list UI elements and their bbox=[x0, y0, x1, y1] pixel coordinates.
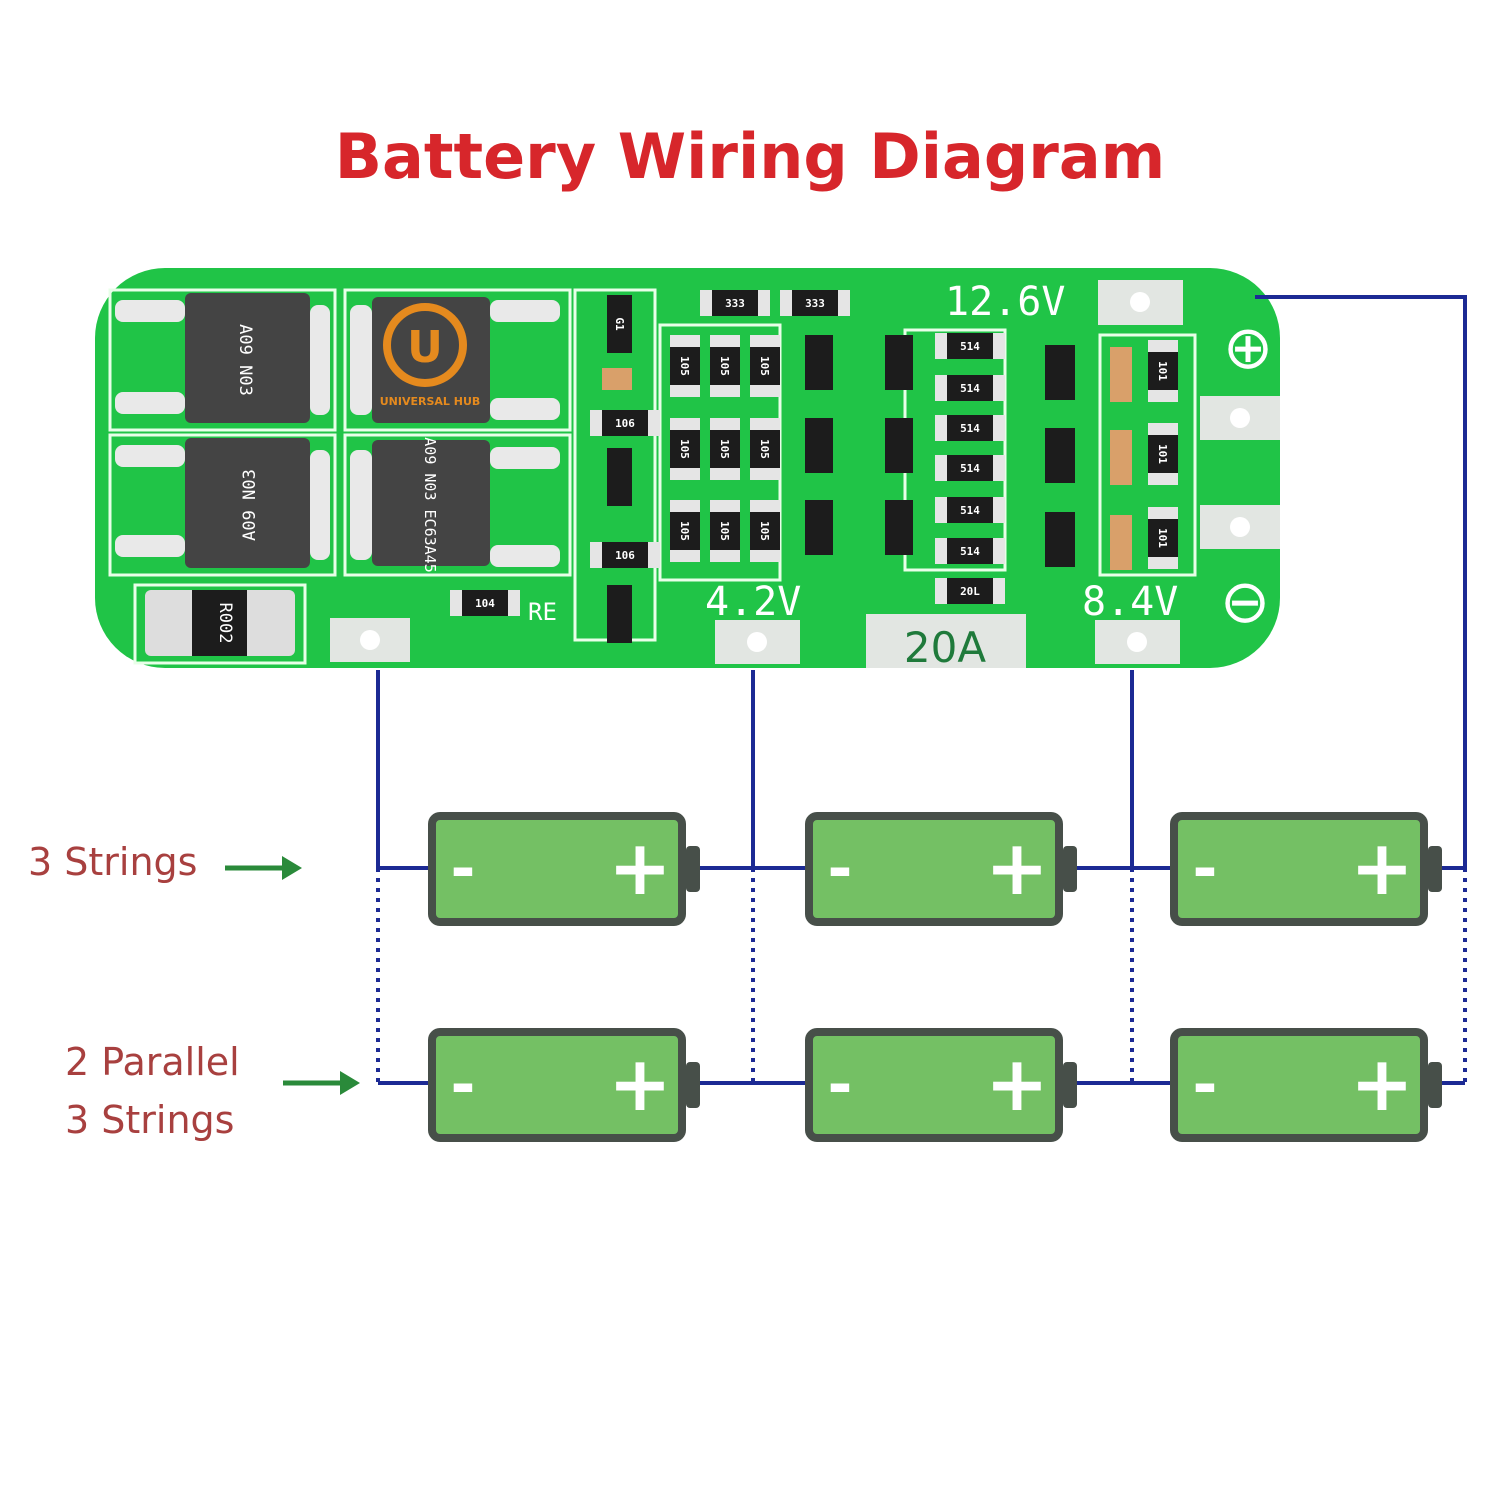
svg-text:105: 105 bbox=[718, 356, 731, 376]
series-label: 3 Strings bbox=[28, 840, 198, 884]
minus-icon: - bbox=[451, 834, 476, 904]
svg-text:105: 105 bbox=[678, 439, 691, 459]
battery-cell: -+ bbox=[805, 812, 1077, 926]
smd-resistor: 101 bbox=[1148, 340, 1178, 402]
plus-icon: + bbox=[1350, 1039, 1414, 1128]
voltage-label-12v6: 12.6V bbox=[945, 279, 1065, 325]
svg-text:101: 101 bbox=[1156, 528, 1169, 548]
svg-text:105: 105 bbox=[758, 356, 771, 376]
svg-text:514: 514 bbox=[960, 340, 980, 353]
svg-text:514: 514 bbox=[960, 422, 980, 435]
minus-icon: - bbox=[1193, 1050, 1218, 1120]
battery-cell: -+ bbox=[428, 1028, 700, 1142]
svg-text:106: 106 bbox=[615, 549, 635, 562]
smd-resistor: 514 bbox=[935, 455, 1005, 481]
smd-resistor: 105 bbox=[750, 500, 780, 562]
smd-resistor: 20L bbox=[935, 578, 1005, 604]
bms-pcb: A09 N03 A09 N03 A09 N03 EC63A45 U UNIVER… bbox=[95, 268, 1280, 672]
plus-icon: + bbox=[985, 1039, 1049, 1128]
svg-text:UNIVERSAL HUB: UNIVERSAL HUB bbox=[380, 395, 481, 408]
battery-cell: -+ bbox=[805, 1028, 1077, 1142]
transistor-marking: G1 bbox=[613, 317, 626, 331]
svg-text:101: 101 bbox=[1156, 361, 1169, 381]
plus-icon: + bbox=[608, 1039, 672, 1128]
smd-resistor: 333 bbox=[700, 290, 770, 316]
svg-text:R002: R002 bbox=[215, 603, 235, 644]
smd-resistor: 105 bbox=[670, 418, 700, 480]
smd-resistor: 101 bbox=[1148, 507, 1178, 569]
smd-resistor: 105 bbox=[710, 418, 740, 480]
svg-text:104: 104 bbox=[475, 597, 495, 610]
svg-text:105: 105 bbox=[718, 439, 731, 459]
universal-hub-logo: U UNIVERSAL HUB bbox=[380, 303, 481, 408]
battery-cell: -+ bbox=[1170, 812, 1442, 926]
smd-resistor: 514 bbox=[935, 333, 1005, 359]
smd-resistor: 514 bbox=[935, 497, 1005, 523]
battery-cell: -+ bbox=[428, 812, 700, 926]
svg-text:333: 333 bbox=[725, 297, 745, 310]
svg-text:20L: 20L bbox=[960, 585, 980, 598]
svg-text:105: 105 bbox=[758, 439, 771, 459]
plus-icon: + bbox=[985, 823, 1049, 912]
parallel-label-line1: 2 Parallel bbox=[65, 1040, 240, 1084]
plus-terminal-icon: ⊕ bbox=[1223, 313, 1273, 383]
smd-resistor: 106 bbox=[590, 542, 660, 568]
diagram-title: Battery Wiring Diagram bbox=[334, 120, 1166, 193]
silk-re: RE bbox=[528, 598, 557, 626]
mosfet-marking: A09 N03 bbox=[240, 469, 260, 541]
mosfet-marking: A09 N03 EC63A45 bbox=[421, 437, 439, 572]
battery-cell: -+ bbox=[1170, 1028, 1442, 1142]
mosfet-marking: A09 N03 bbox=[235, 324, 255, 396]
smd-resistor: 514 bbox=[935, 375, 1005, 401]
smd-resistor: 514 bbox=[935, 538, 1005, 564]
minus-icon: - bbox=[828, 1050, 853, 1120]
svg-text:514: 514 bbox=[960, 504, 980, 517]
svg-text:333: 333 bbox=[805, 297, 825, 310]
smd-resistor: 104 bbox=[450, 590, 520, 616]
svg-text:101: 101 bbox=[1156, 444, 1169, 464]
plus-icon: + bbox=[608, 823, 672, 912]
svg-text:514: 514 bbox=[960, 545, 980, 558]
minus-icon: - bbox=[828, 834, 853, 904]
svg-text:105: 105 bbox=[758, 521, 771, 541]
svg-text:105: 105 bbox=[678, 356, 691, 376]
svg-text:514: 514 bbox=[960, 382, 980, 395]
voltage-label-8v4: 8.4V bbox=[1082, 579, 1178, 625]
smd-resistor: 333 bbox=[780, 290, 850, 316]
smd-resistor: 105 bbox=[750, 418, 780, 480]
svg-text:U: U bbox=[407, 322, 443, 373]
smd-resistor: 105 bbox=[710, 500, 740, 562]
svg-text:106: 106 bbox=[615, 417, 635, 430]
mosfet: A09 N03 A09 N03 A09 N03 EC63A45 bbox=[115, 293, 560, 573]
shunt-resistor: R002 bbox=[145, 590, 295, 656]
svg-text:514: 514 bbox=[960, 462, 980, 475]
smd-resistor: 106 bbox=[590, 410, 660, 436]
smd-resistor: 105 bbox=[750, 335, 780, 397]
minus-icon: - bbox=[451, 1050, 476, 1120]
svg-text:105: 105 bbox=[678, 521, 691, 541]
current-rating: 20A bbox=[904, 623, 986, 672]
smd-resistor: 105 bbox=[710, 335, 740, 397]
smd-resistor: 105 bbox=[670, 335, 700, 397]
smd-resistor: 514 bbox=[935, 415, 1005, 441]
minus-terminal-icon: ⊖ bbox=[1220, 567, 1270, 637]
plus-icon: + bbox=[1350, 823, 1414, 912]
svg-text:105: 105 bbox=[718, 521, 731, 541]
minus-icon: - bbox=[1193, 834, 1218, 904]
smd-resistor: 101 bbox=[1148, 423, 1178, 485]
arrow-icon bbox=[283, 1071, 360, 1095]
voltage-label-4v2: 4.2V bbox=[705, 579, 801, 625]
parallel-label-line2: 3 Strings bbox=[65, 1098, 235, 1142]
wires bbox=[376, 295, 1467, 1085]
arrow-icon bbox=[225, 856, 302, 880]
smd-resistor: 105 bbox=[670, 500, 700, 562]
